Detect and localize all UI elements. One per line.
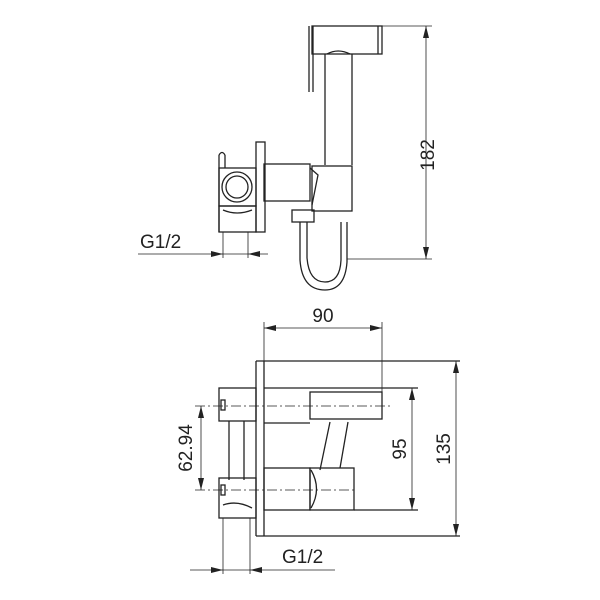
inner-height-dimension: 95 xyxy=(390,438,411,459)
spacing-dimension: 62.94 xyxy=(176,424,197,472)
width-dimension: 90 xyxy=(312,306,333,327)
thread-dimension-top: G1/2 xyxy=(140,232,181,253)
side-view: 182 G1/2 xyxy=(138,25,439,291)
height-dimension: 182 xyxy=(418,139,439,171)
front-view: 90 62.94 95 135 G1/2 xyxy=(176,306,460,574)
total-height-dimension: 135 xyxy=(434,433,455,465)
thread-dimension-bottom: G1/2 xyxy=(282,547,323,568)
